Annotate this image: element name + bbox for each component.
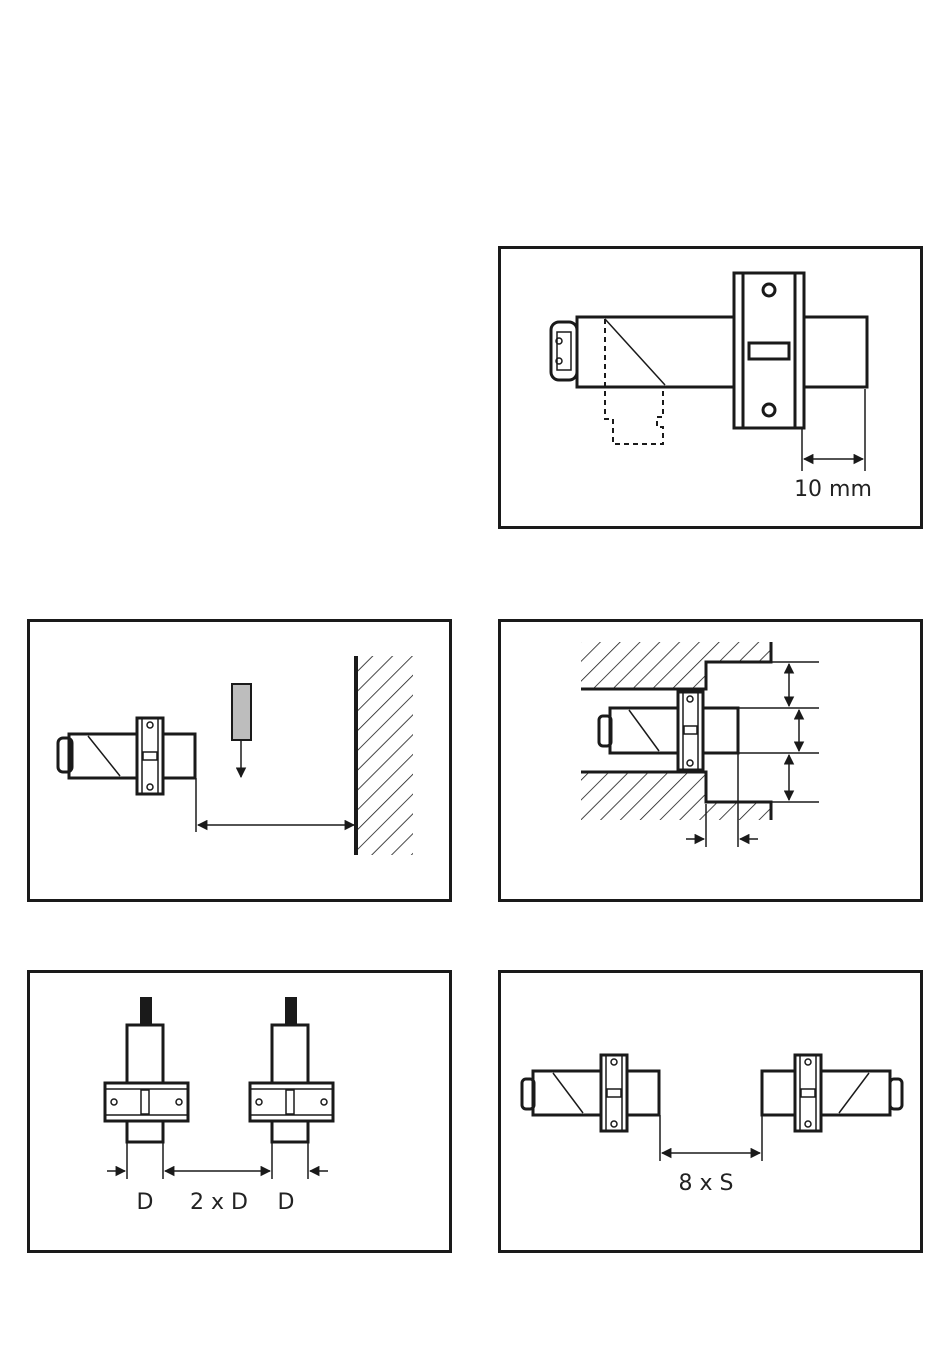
opposite-distance-label: 8 x S (679, 1171, 734, 1196)
flush-mount-diagram: 10 mm (501, 249, 926, 532)
sensor-left (105, 997, 188, 1142)
target-object (232, 684, 251, 740)
sensor-body (58, 718, 195, 794)
sensor-left (522, 1055, 659, 1131)
panel-opposite-sensors: 8 x S (498, 970, 923, 1253)
sensor-body (599, 692, 738, 770)
spacing-between-label: 2 x D (190, 1190, 248, 1215)
panel-side-by-side: D 2 x D D (27, 970, 452, 1253)
recess-mount-diagram (501, 622, 926, 905)
lower-mounting-material (581, 772, 771, 820)
upper-mounting-material (581, 642, 771, 689)
side-by-side-diagram: D 2 x D D (30, 973, 455, 1256)
sensor-right (762, 1055, 902, 1131)
diameter-left-label: D (137, 1190, 154, 1215)
sensor-right (250, 997, 333, 1142)
wall-hatch (356, 656, 413, 855)
diameter-right-label: D (278, 1190, 295, 1215)
opposite-sensors-diagram: 8 x S (501, 973, 926, 1256)
sensing-distance-diagram (30, 622, 455, 905)
sensor-body (551, 273, 867, 444)
panel-sensing-distance (27, 619, 452, 902)
panel-flush-mount: 10 mm (498, 246, 923, 529)
flush-offset-label: 10 mm (794, 477, 872, 502)
panel-recess-mount (498, 619, 923, 902)
